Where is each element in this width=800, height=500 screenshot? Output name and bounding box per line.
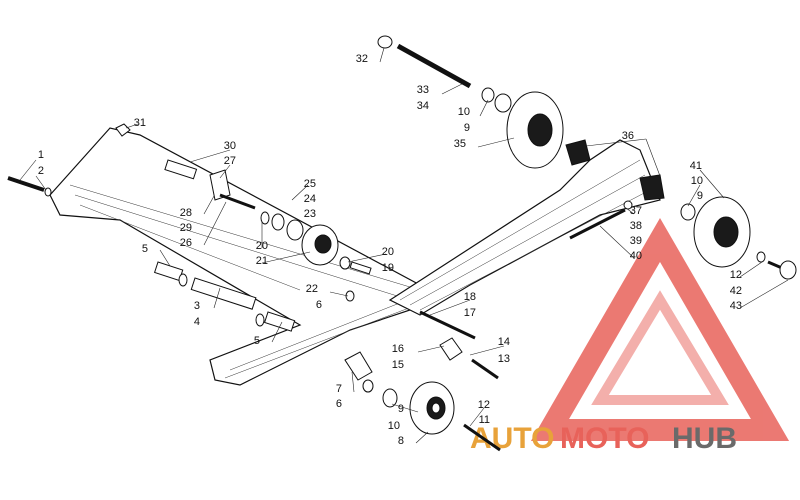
callout-c26: 26 — [180, 237, 192, 249]
bolt-11 — [463, 423, 501, 452]
callout-c4: 4 — [194, 316, 200, 328]
callout-c16: 16 — [392, 343, 404, 355]
callout-c22: 22 — [306, 283, 318, 295]
callout-c17: 17 — [464, 307, 476, 319]
callout-c40: 40 — [630, 250, 642, 262]
callout-c12a: 12 — [478, 399, 490, 411]
callout-c39: 39 — [630, 235, 642, 247]
callout-c3: 3 — [194, 300, 200, 312]
callout-c7: 7 — [336, 383, 342, 395]
spacer-tube-5-left — [153, 261, 184, 282]
bolt-40 — [569, 200, 633, 240]
bearing-9-lower — [382, 388, 398, 408]
callout-c10c: 10 — [691, 175, 703, 187]
washer-32 — [377, 35, 393, 49]
callout-c36: 36 — [622, 130, 634, 142]
callout-c9b: 9 — [464, 122, 470, 134]
callout-c10a: 10 — [388, 420, 400, 432]
callout-c27: 27 — [224, 155, 236, 167]
nut-31 — [115, 123, 131, 137]
watermark-logo — [530, 218, 790, 441]
callout-c43: 43 — [730, 300, 742, 312]
arm-27 — [209, 169, 256, 210]
left-slide-rail — [49, 127, 442, 386]
callout-c20a: 20 — [256, 240, 268, 252]
watermark-text-moto: MOTO — [560, 422, 649, 455]
axle-33 — [396, 43, 472, 89]
callout-c23: 23 — [304, 208, 316, 220]
callout-c11: 11 — [479, 414, 490, 426]
callout-c37: 37 — [630, 205, 642, 217]
callout-c19: 19 — [382, 262, 394, 274]
bolt-13 — [471, 358, 499, 380]
callout-c34: 34 — [417, 100, 429, 112]
callout-c42: 42 — [730, 285, 742, 297]
nut-6 — [345, 290, 374, 393]
spacer-tube-5-right — [263, 311, 296, 332]
callout-c35: 35 — [454, 138, 466, 150]
callout-c25: 25 — [304, 178, 316, 190]
idler-wheel-41 — [693, 196, 751, 268]
callout-labels: 1231302728292625242320212019522634518171… — [38, 53, 742, 447]
idler-wheel-8 — [409, 381, 455, 435]
callout-c9a: 9 — [398, 403, 404, 415]
idler-wheel-21 — [301, 224, 339, 266]
callout-c6a: 6 — [316, 299, 322, 311]
callout-c38: 38 — [630, 220, 642, 232]
watermark-text-hub: HUB — [672, 422, 737, 455]
watermark-text: AUTO MOTO HUB — [470, 422, 737, 455]
cap-43 — [756, 251, 797, 280]
leader-lines — [19, 47, 789, 444]
right-slide-rail — [388, 139, 661, 316]
ring-9-right — [680, 203, 696, 221]
callout-c24: 24 — [304, 193, 316, 205]
callout-c8: 8 — [398, 435, 404, 447]
ring-10-upper — [481, 87, 512, 113]
callout-c15: 15 — [392, 359, 404, 371]
callout-c14: 14 — [498, 336, 510, 348]
callout-c20b: 20 — [382, 246, 394, 258]
cross-shaft-3 — [190, 277, 257, 310]
callout-c9c: 9 — [697, 190, 703, 202]
washer-20 — [339, 256, 372, 275]
callout-c28: 28 — [180, 207, 192, 219]
callout-c5b: 5 — [254, 335, 260, 347]
callout-c41: 41 — [690, 160, 702, 172]
callout-c31: 31 — [134, 117, 146, 129]
callout-c1: 1 — [38, 149, 44, 161]
callout-c32: 32 — [356, 53, 368, 65]
callout-c29: 29 — [180, 222, 192, 234]
callout-c6b: 6 — [336, 398, 342, 410]
hub-36 — [565, 139, 665, 201]
callout-c12b: 12 — [730, 269, 742, 281]
callout-c21: 21 — [256, 255, 268, 267]
bearing-stack — [260, 211, 304, 241]
callout-c33: 33 — [417, 84, 429, 96]
arm-7 — [344, 351, 373, 381]
callout-c13: 13 — [498, 353, 510, 365]
pivot-block-15 — [419, 310, 476, 361]
callout-c5a: 5 — [142, 243, 148, 255]
callout-c10b: 10 — [458, 106, 470, 118]
washer-4 — [178, 273, 265, 327]
callout-c30: 30 — [224, 140, 236, 152]
idler-wheel-35 — [506, 91, 564, 169]
bolt-left — [7, 176, 52, 197]
spacer-tube-upper — [164, 159, 198, 180]
callout-c2: 2 — [38, 165, 44, 177]
callout-c18: 18 — [464, 291, 476, 303]
